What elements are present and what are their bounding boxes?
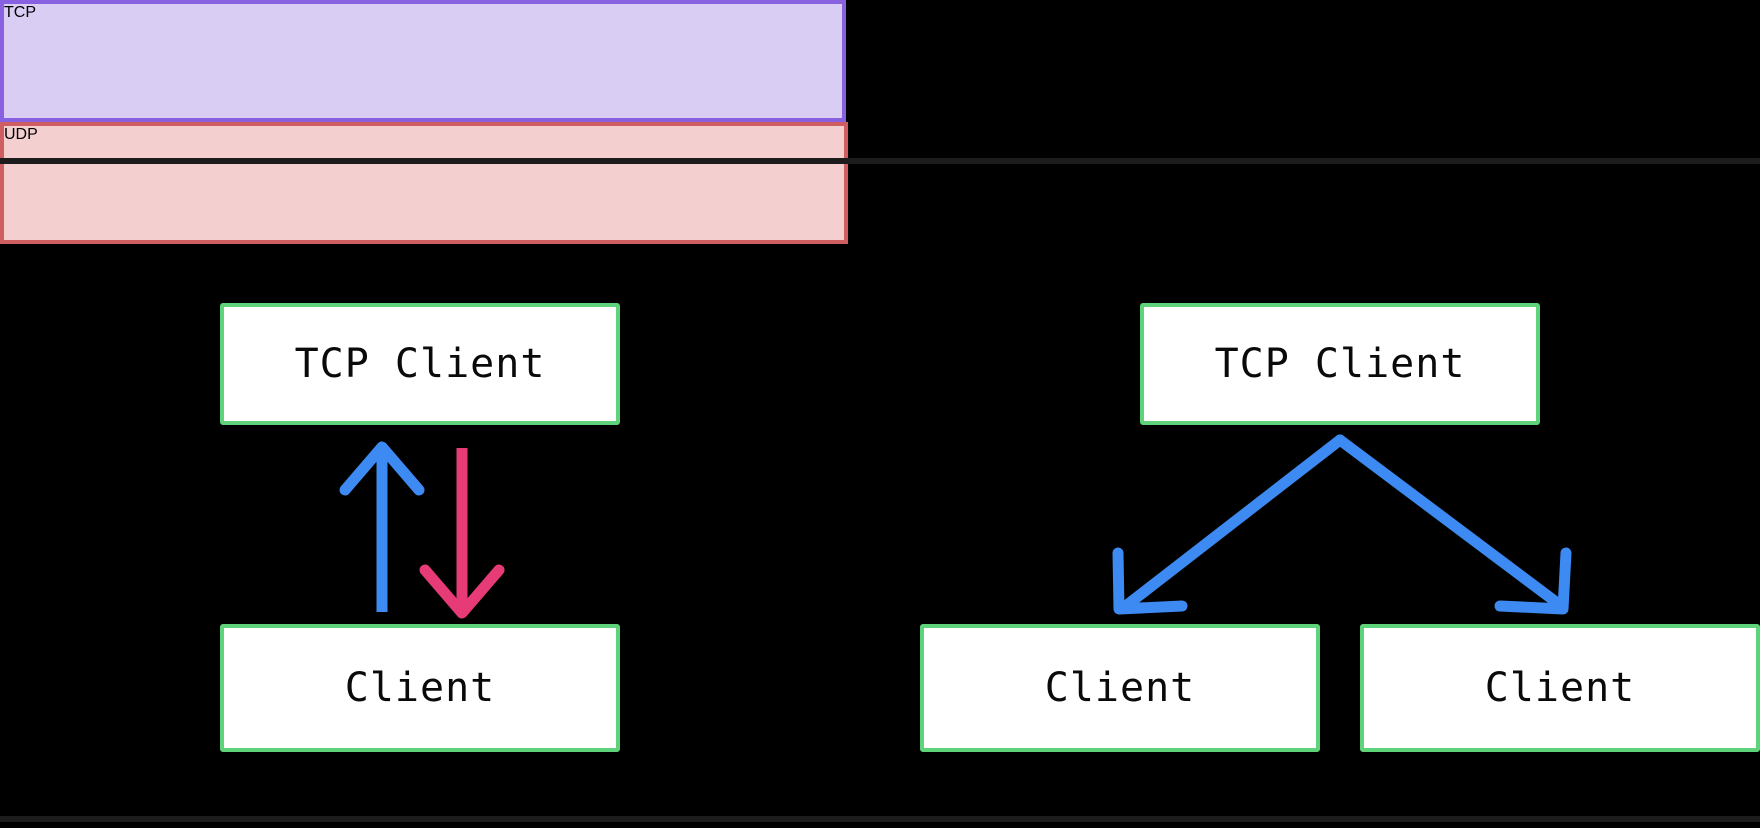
node-label: Client (1484, 665, 1636, 711)
node-udp-client-top: TCP Client (1140, 303, 1540, 425)
udp-header-label: UDP (4, 126, 38, 143)
arrow-tcp-downstream-icon (419, 448, 505, 619)
node-udp-client-left: Client (920, 624, 1320, 752)
arrow-udp-branch-right-icon (1334, 434, 1572, 615)
node-tcp-client-bottom: Client (220, 624, 620, 752)
header-divider (0, 158, 1760, 164)
tcp-protocol-header: TCP (0, 0, 846, 122)
node-label: Client (1044, 665, 1196, 711)
node-label: TCP Client (1214, 341, 1466, 387)
node-udp-client-right: Client (1360, 624, 1760, 752)
node-label: TCP Client (294, 341, 546, 387)
footer-divider (0, 816, 1760, 822)
node-tcp-client-top: TCP Client (220, 303, 620, 425)
udp-protocol-header: UDP (0, 122, 848, 244)
arrow-tcp-upstream-icon (339, 441, 425, 612)
tcp-header-label: TCP (4, 4, 36, 21)
arrow-udp-branch-left-icon (1112, 434, 1346, 615)
node-label: Client (344, 665, 496, 711)
